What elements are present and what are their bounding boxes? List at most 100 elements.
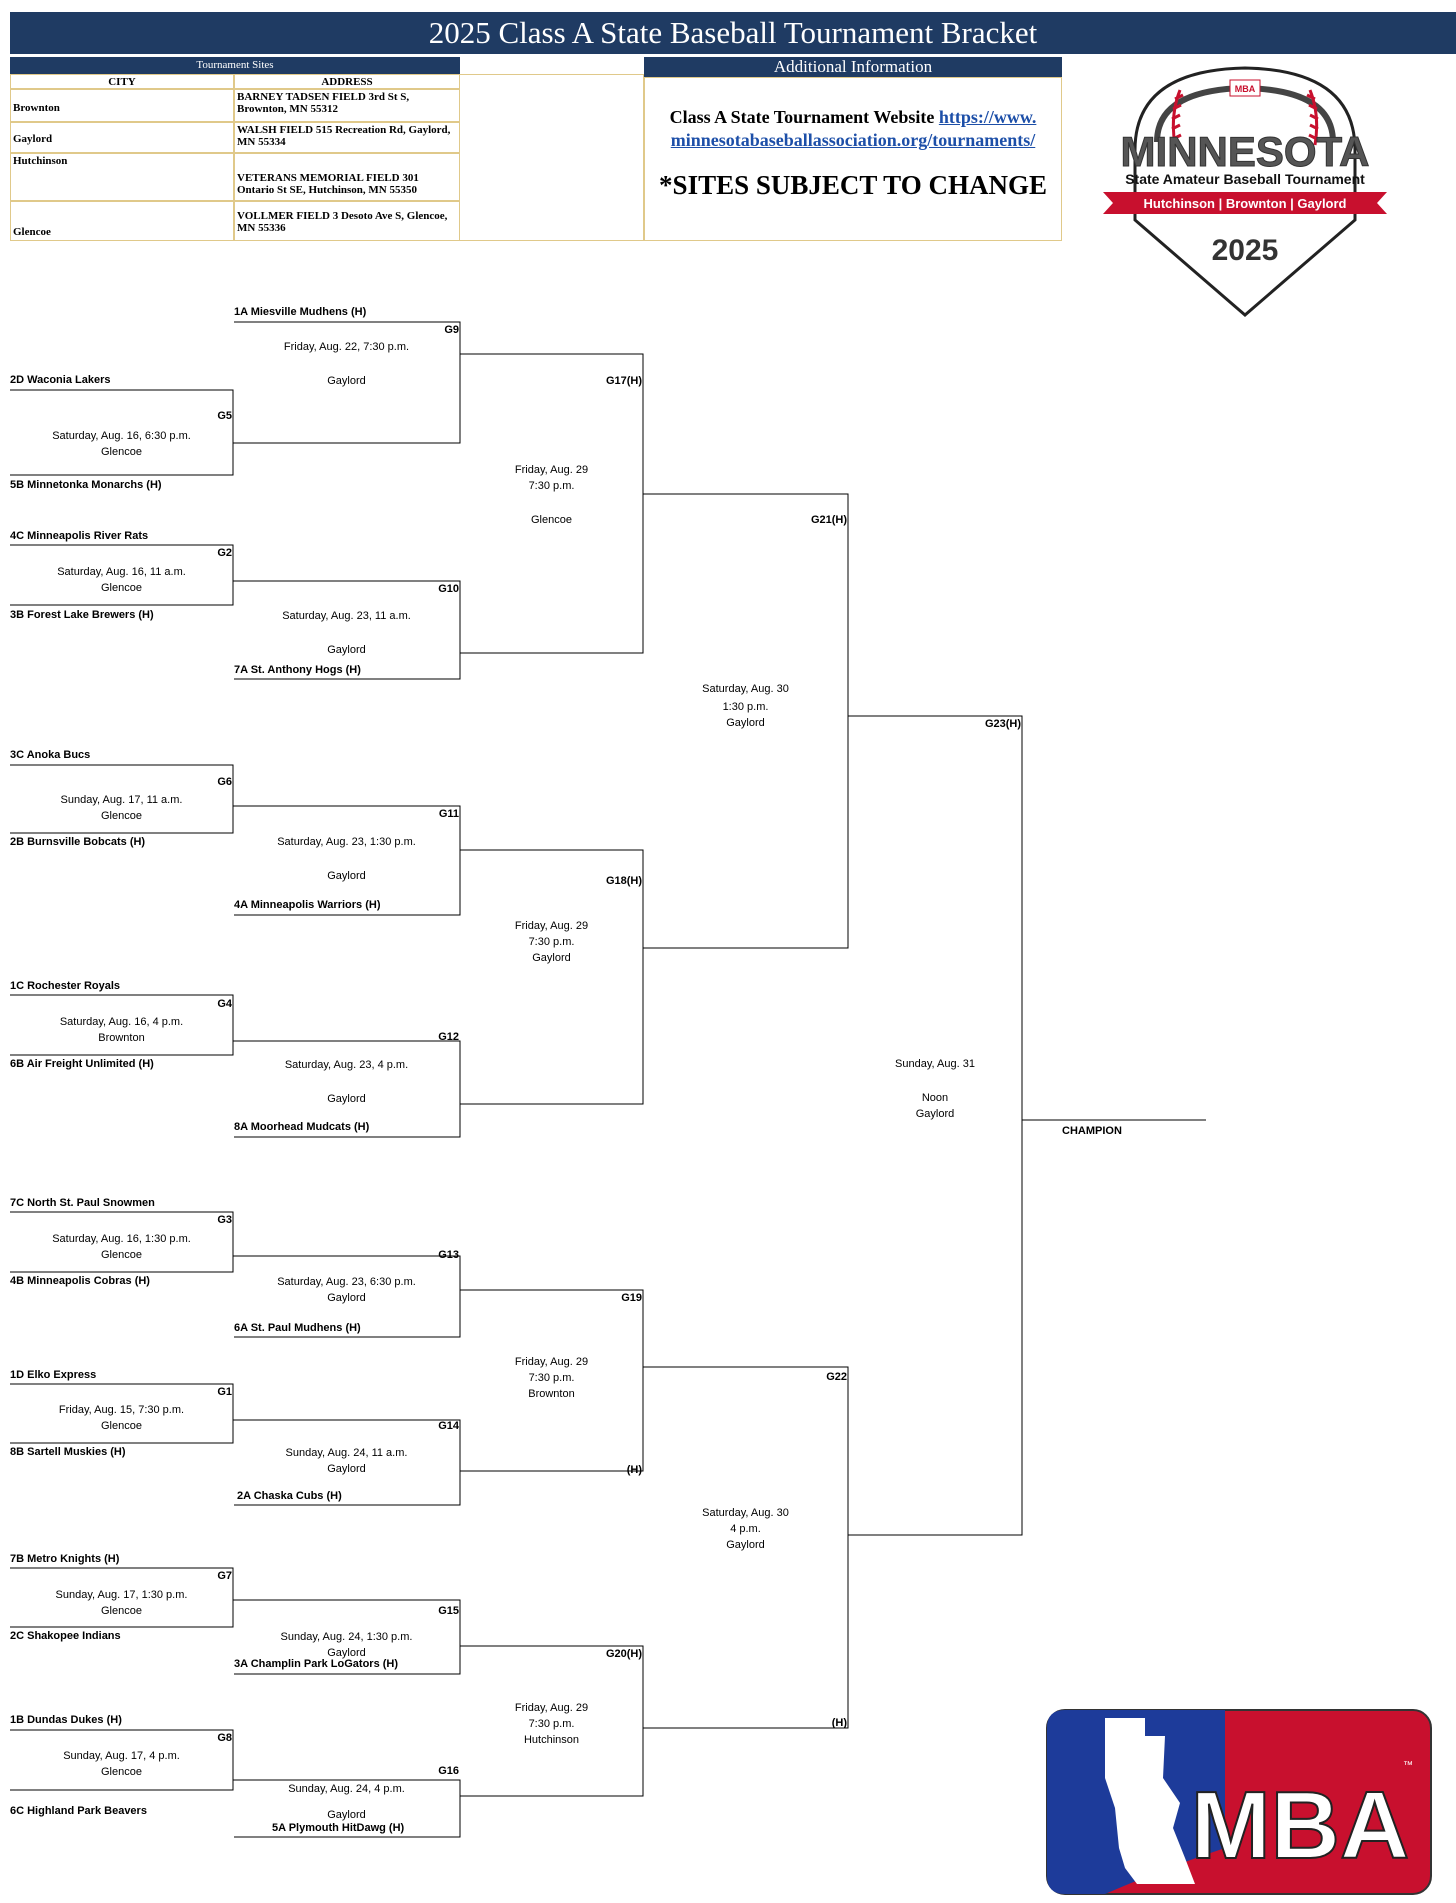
team-label: 4B Minneapolis Cobras (H) [10,1275,150,1287]
game-number: G9 [444,324,459,336]
game-schedule: Sunday, Aug. 17, 4 p.m.Glencoe [63,1750,180,1778]
team-label: 2B Burnsville Bobcats (H) [10,836,146,848]
game-schedule: Saturday, Aug. 16, 11 a.m.Glencoe [57,566,186,594]
site-city: Brownton [10,89,234,122]
site-city: Glencoe [10,201,234,241]
site-address: VETERANS MEMORIAL FIELD 301 Ontario St S… [234,153,460,201]
game-schedule: Friday, Aug. 22, 7:30 p.m.Gaylord [283,341,410,387]
bracket-g19 [460,1289,644,1472]
team-label: 5B Minnetonka Monarchs (H) [10,479,162,491]
site-address: WALSH FIELD 515 Recreation Rd, Gaylord, … [234,122,460,153]
bracket-g14 [233,1419,461,1506]
game-schedule: Friday, Aug. 15, 7:30 p.m.Glencoe [58,1404,185,1432]
team-label: 2A Chaska Cubs (H) [237,1490,342,1502]
city-column-header: CITY [10,74,234,89]
team-label: 7C North St. Paul Snowmen [10,1197,155,1209]
bracket-g7 [10,1567,234,1628]
game-schedule: Saturday, Aug. 23, 11 a.m.Gaylord [282,610,411,656]
website-label: Class A State Tournament Website [669,107,935,127]
sites-note: *SITES SUBJECT TO CHANGE [659,170,1047,200]
team-label: 7A St. Anthony Hogs (H) [234,664,361,676]
team-label: 7B Metro Knights (H) [10,1553,120,1565]
bracket-g13 [233,1255,461,1338]
game-number: G20(H) [605,1648,642,1660]
bracket-g10 [233,580,461,680]
bracket-g8 [10,1729,234,1791]
game-schedule: Sunday, Aug. 24, 1:30 p.m.Gaylord [280,1631,413,1659]
bracket-g4 [10,994,234,1056]
bracket-g9 [233,321,461,444]
bracket-g22 [643,1366,849,1729]
game-number: G4 [217,998,232,1010]
bracket-g21 [643,493,849,949]
bracket-g11 [233,805,461,916]
game-number: G6 [217,776,232,788]
game-schedule: Sunday, Aug. 17, 1:30 p.m.Glencoe [55,1589,188,1617]
site-city: Hutchinson [10,153,234,201]
team-label: 3B Forest Lake Brewers (H) [10,609,154,621]
game-number: (H) [626,1464,642,1476]
game-schedule: Sunday, Aug. 24, 4 p.m.Gaylord [288,1783,405,1821]
empty-cell [460,74,644,241]
game-schedule: Saturday, Aug. 16, 6:30 p.m.Glencoe [52,430,191,458]
bracket-g3 [10,1211,234,1273]
address-column-header: ADDRESS [234,74,460,89]
page-title: 2025 Class A State Baseball Tournament B… [10,12,1456,54]
game-schedule: Saturday, Aug. 23, 4 p.m.Gaylord [284,1059,409,1105]
game-number: G11 [438,808,459,820]
additional-info-box: Class A State Tournament Website https:/… [644,77,1062,241]
team-label: 6C Highland Park Beavers [10,1805,147,1817]
team-label: 5A Plymouth HitDawg (H) [272,1822,405,1834]
team-label: 8B Sartell Muskies (H) [10,1446,126,1458]
trademark-symbol: ™ [1403,1760,1413,1771]
bracket-g17 [460,353,644,654]
game-number: G12 [438,1031,459,1043]
game-number: G13 [438,1249,459,1261]
game-number: G18(H) [605,875,642,887]
team-label: 1D Elko Express [10,1369,97,1381]
site-city: Gaylord [10,122,234,153]
game-schedule: Sunday, Aug. 17, 11 a.m.Glencoe [60,794,183,822]
game-number: G22 [826,1371,847,1383]
team-label: 2D Waconia Lakers [10,374,111,386]
game-schedule: Sunday, Aug. 24, 11 a.m.Gaylord [285,1447,408,1475]
team-label: 4A Minneapolis Warriors (H) [234,899,381,911]
bracket-g12 [233,1040,461,1138]
tournament-logo-graphic: MBA MINNESOTA State Amateur Baseball Tou… [1103,66,1387,317]
bracket-g15 [233,1599,461,1675]
bracket-g18 [460,849,644,1105]
game-schedule: Saturday, Aug. 16, 1:30 p.m.Glencoe [52,1233,191,1261]
site-address: VOLLMER FIELD 3 Desoto Ave S, Glencoe, M… [234,201,460,241]
team-label: 2C Shakopee Indians [10,1630,121,1642]
website-link[interactable]: https://www.minnesotabaseballassociation… [670,107,1037,150]
bracket-g6 [10,764,234,834]
logo-year: 2025 [1212,234,1279,267]
logo-state-word: MINNESOTA [1121,128,1370,175]
bracket-g16 [233,1779,461,1838]
game-schedule: Saturday, Aug. 23, 1:30 p.m.Gaylord [277,836,416,882]
mba-logo-graphic: MBA ™ [1046,1709,1432,1895]
game-number: G8 [217,1732,232,1744]
game-number: G16 [438,1765,459,1777]
team-label: 6B Air Freight Unlimited (H) [10,1058,154,1070]
team-label: 8A Moorhead Mudcats (H) [234,1121,370,1133]
mba-logo: MBA ™ [1045,1708,1433,1896]
bracket-g1 [10,1383,234,1444]
tournament-logo: MBA MINNESOTA State Amateur Baseball Tou… [1095,60,1395,320]
bracket-g5 [10,389,234,476]
game-number: G5 [217,410,232,422]
additional-info-header: Additional Information [644,57,1062,77]
team-label: 6A St. Paul Mudhens (H) [234,1322,361,1334]
bracket-g20 [460,1645,644,1797]
game-number: G21(H) [810,514,847,526]
site-address: BARNEY TADSEN FIELD 3rd St S, Brownton, … [234,89,460,122]
game-number: (H) [831,1717,847,1729]
bracket-g23 [848,715,1023,1536]
